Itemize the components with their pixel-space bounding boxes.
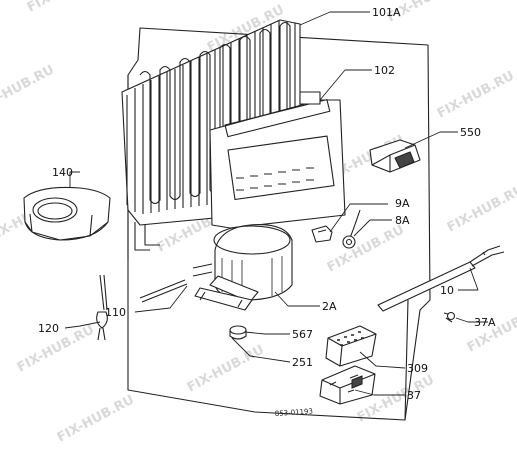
label-102: 102 bbox=[374, 64, 395, 77]
label-37a: 37A bbox=[474, 316, 496, 329]
watermark-text: FIX-HUB.RU bbox=[0, 62, 57, 115]
label-550: 550 bbox=[460, 126, 481, 139]
part-10 bbox=[377, 245, 505, 312]
label-110: 110 bbox=[105, 306, 126, 319]
part-567 bbox=[229, 325, 247, 340]
label-309: 309 bbox=[407, 362, 428, 375]
watermark-text: FIX-HUB.RU bbox=[25, 0, 107, 16]
part-37 bbox=[319, 365, 376, 405]
label-140: 140 bbox=[52, 166, 73, 179]
label-251: 251 bbox=[292, 356, 313, 369]
label-8a: 8A bbox=[395, 214, 410, 227]
label-37: 37 bbox=[407, 389, 421, 402]
part-550 bbox=[369, 139, 421, 173]
leader-lines bbox=[64, 11, 488, 396]
part-labels: 101A 102 550 140 9A 8A 10 110 2A 37A 120… bbox=[38, 6, 496, 418]
watermark-text: FIX-HUB.RU bbox=[185, 342, 267, 395]
part-110-tube bbox=[139, 279, 188, 303]
cabinet-outline bbox=[127, 27, 431, 421]
part-140 bbox=[23, 186, 111, 241]
part-8a bbox=[342, 209, 361, 249]
part-120 bbox=[96, 274, 108, 341]
label-120: 120 bbox=[38, 322, 59, 335]
part-309 bbox=[325, 325, 377, 367]
label-567: 567 bbox=[292, 328, 313, 341]
part-37a-screw bbox=[443, 311, 456, 323]
control-panel bbox=[209, 91, 346, 229]
drawing-reference: 853-01193 bbox=[275, 407, 314, 418]
watermark-text: FIX-HUB.RU bbox=[445, 182, 517, 235]
watermark-text: FIX-HUB.RU bbox=[325, 222, 407, 275]
label-10: 10 bbox=[440, 284, 454, 297]
label-2a: 2A bbox=[322, 300, 337, 313]
watermark-text: FIX-HUB.RU bbox=[435, 68, 517, 121]
compressor bbox=[192, 224, 293, 311]
part-9a bbox=[311, 225, 333, 243]
label-9a: 9A bbox=[395, 197, 410, 210]
watermark-text: FIX-HUB.RU bbox=[55, 392, 137, 445]
label-101a: 101A bbox=[372, 6, 401, 19]
